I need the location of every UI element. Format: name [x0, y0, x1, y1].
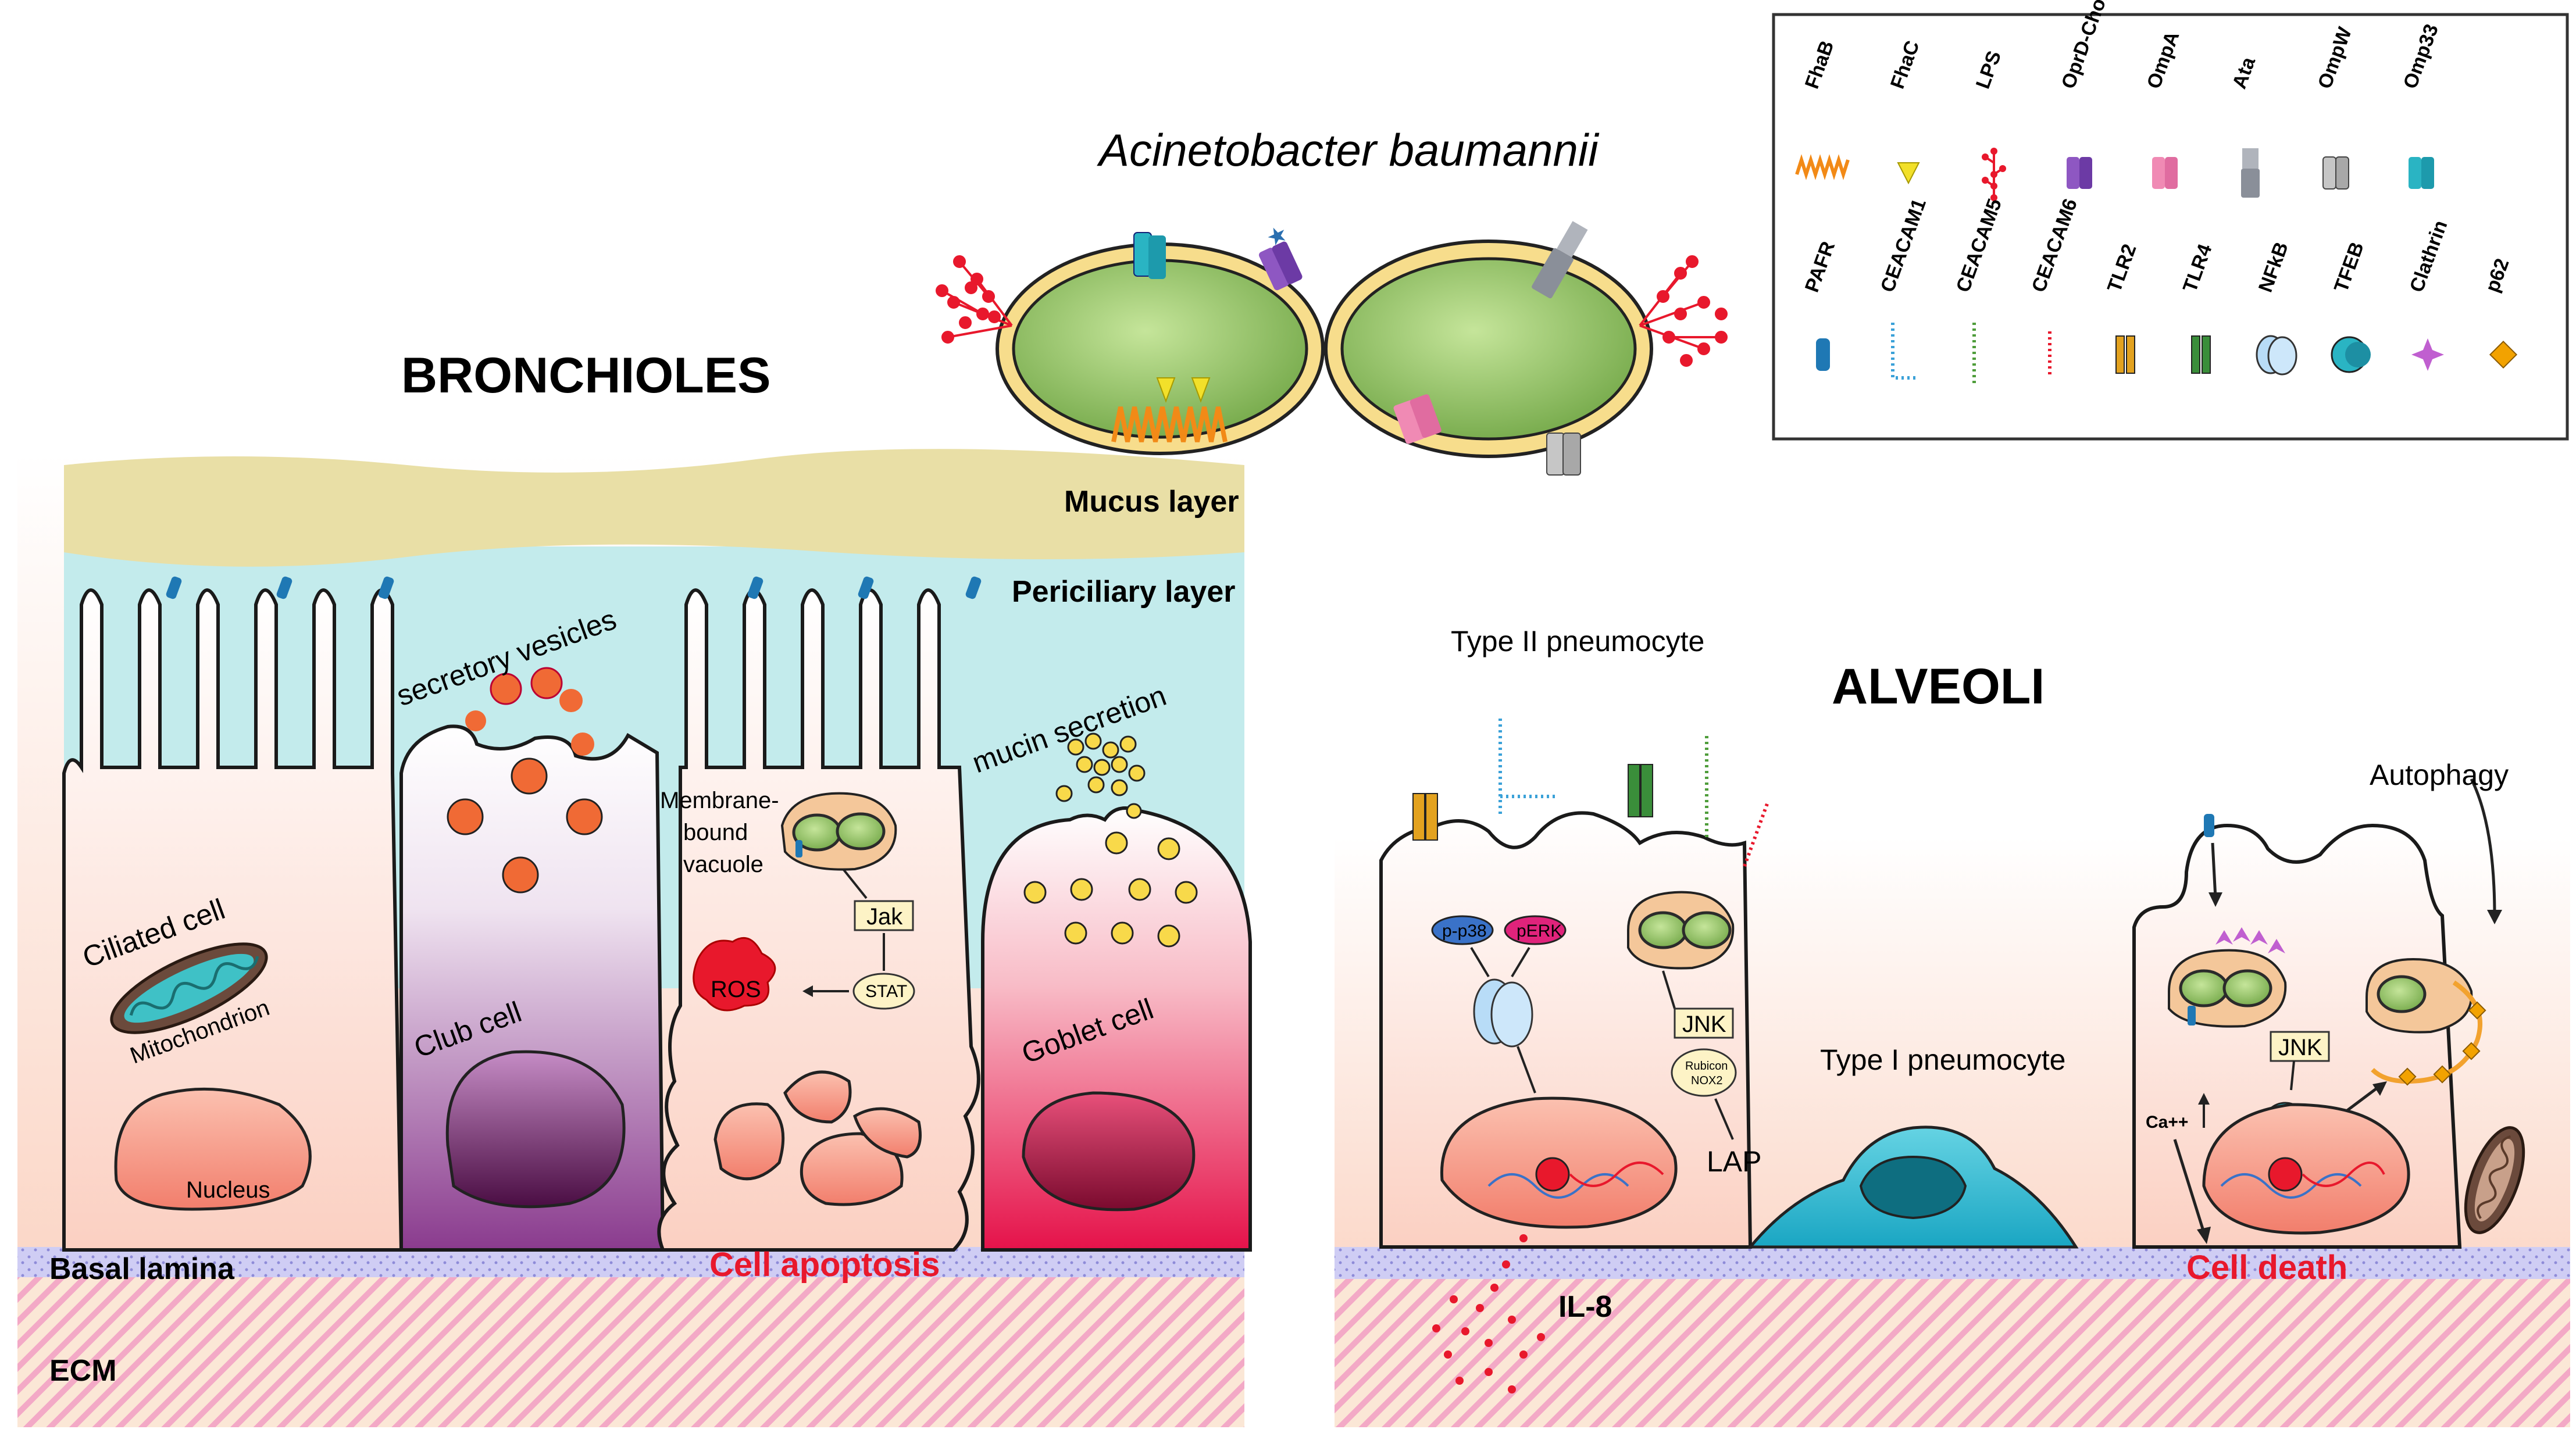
acinetobacter-baumannii: Acinetobacter baumannii ★: [936, 124, 1728, 476]
legend-row1-swatch-omp33: [2409, 157, 2434, 189]
lps-left: [936, 255, 1013, 344]
il8-particles: [1432, 1234, 1545, 1393]
perk-oval: [1504, 915, 1567, 945]
basal-lamina: [17, 1247, 1244, 1277]
legend-row1-swatch-ata: [2241, 148, 2260, 198]
p62: [2398, 1001, 2486, 1086]
legend-row2-swatch-tlr4: [2191, 335, 2211, 374]
cell-apoptosis-label: Cell apoptosis: [709, 1246, 940, 1284]
cell-death-label: Cell death: [2186, 1249, 2347, 1287]
jnk-label-right: JNK: [2278, 1035, 2322, 1060]
legend-row1-swatch-ompa: [2152, 157, 2178, 189]
type-ii-pneumocyte: p-p38 pERK JNK Rubicon NOX2 LAP: [1379, 625, 1769, 1249]
jnk-label-left: JNK: [1682, 1012, 1726, 1037]
bronchioles-title: BRONCHIOLES: [401, 348, 770, 403]
legend-row2-swatch-p62: [2489, 340, 2518, 369]
nox2-label: NOX2: [1691, 1074, 1722, 1087]
lap-label: LAP: [1707, 1145, 1762, 1178]
mucus-layer-label: Mucus layer: [1064, 485, 1239, 519]
nucleus-label: Nucleus: [186, 1177, 270, 1203]
legend-row1-swatch-fhab: [1795, 154, 1850, 180]
stat-label: STAT: [865, 982, 907, 1001]
jnk-box-right: [2270, 1031, 2330, 1062]
legend-row2-swatch-clathrin: [2411, 338, 2444, 371]
ros-label: ROS: [711, 977, 761, 1002]
ompw: [1546, 433, 1581, 476]
nfkb: [1473, 978, 1533, 1048]
legend-row2-swatch-nfkb: [2256, 335, 2297, 376]
apoptotic-cell: Membrane- bound vacuole Jak STAT ROS: [657, 576, 982, 1252]
jak-box: [854, 900, 914, 931]
tlr2: [1412, 793, 1438, 841]
ata: [1532, 221, 1588, 299]
il8-label: IL-8: [1558, 1290, 1612, 1324]
goblet-cell: Goblet cell mucin secretion: [968, 679, 1252, 1252]
type-i-pneumocyte: Type I pneumocyte: [1747, 1044, 2079, 1249]
legend-row2-swatch-pafr: [1816, 338, 1830, 371]
alveoli-panel: p-p38 pERK JNK Rubicon NOX2 LAP: [1335, 625, 2570, 1427]
bronchiole-panel: Nucleus Ciliated cell Mitochondrion Club…: [17, 348, 1252, 1427]
alveoli-basal-lamina: [1335, 1247, 2570, 1279]
alveoli-title: ALVEOLI: [1832, 659, 2045, 714]
bacterium-name: Acinetobacter baumannii: [1097, 124, 1600, 176]
autophagy-cell: JNK Ca++ Autophagy: [2132, 759, 2525, 1249]
pp38-label: p-p38: [1442, 921, 1487, 941]
mucin-granules: [1023, 732, 1198, 948]
ceacam1: [1498, 715, 1558, 814]
jak-label: Jak: [866, 904, 903, 930]
ompa: [1393, 394, 1442, 444]
pp38-oval: [1431, 915, 1494, 945]
ciliated-cell-left: Nucleus Ciliated cell Mitochondrion: [62, 576, 404, 1252]
mitochondrion: [110, 942, 268, 1034]
legend-row2-swatch-ceacam1: [1891, 323, 1916, 380]
legend-row1-swatch-oprd-chop: [2067, 157, 2092, 189]
type1-label: Type I pneumocyte: [1820, 1044, 2065, 1076]
secretory-vesicles: [447, 667, 603, 894]
type2-label: Type II pneumocyte: [1451, 625, 1704, 658]
stat-oval: [852, 973, 915, 1010]
mucus-layer: [64, 449, 1244, 567]
ca-label: Ca++: [2146, 1113, 2188, 1132]
tlr4: [1628, 764, 1653, 817]
jnk-box-left: [1674, 1007, 1734, 1039]
periciliary-layer-label: Periciliary layer: [1012, 575, 1236, 609]
nucleus: [114, 1087, 312, 1211]
legend-row2-swatch-tfeb: [2331, 336, 2371, 373]
club-nucleus: [445, 1050, 626, 1209]
legend-row1-swatch-lps: [1982, 148, 2006, 201]
vacuole-label-1: Membrane-: [660, 788, 779, 813]
legend-row1-swatch-ompw: [2322, 156, 2349, 190]
legend-box: [1772, 13, 2569, 441]
rubicon-label: Rubicon: [1685, 1060, 1728, 1073]
vacuole-label-2: bound: [683, 820, 748, 845]
ecm-region: [17, 1273, 1244, 1427]
perk-label: pERK: [1517, 921, 1562, 941]
clathrin: [2215, 927, 2285, 953]
basal-lamina-label: Basal lamina: [49, 1252, 235, 1286]
ecm-label: ECM: [49, 1354, 117, 1388]
lps-right: [1639, 255, 1728, 367]
autophagy-label: Autophagy: [2370, 759, 2509, 791]
phagosome: [1627, 891, 1735, 970]
legend-row2-swatch-tlr2: [2115, 335, 2135, 374]
vacuole-label-3: vacuole: [683, 852, 763, 877]
autophagy-nucleus: [2202, 1103, 2410, 1235]
membrane-bound-vacuole: [780, 792, 897, 871]
ros-blob: [693, 937, 776, 1012]
omp33: [1133, 232, 1166, 279]
rubicon-oval: [1671, 1048, 1737, 1097]
alveoli-ecm: [1335, 1276, 2570, 1427]
legend-row1-swatch-fhac: [1897, 162, 1920, 185]
fhab: [1111, 377, 1228, 442]
goblet-nucleus: [1022, 1091, 1196, 1212]
